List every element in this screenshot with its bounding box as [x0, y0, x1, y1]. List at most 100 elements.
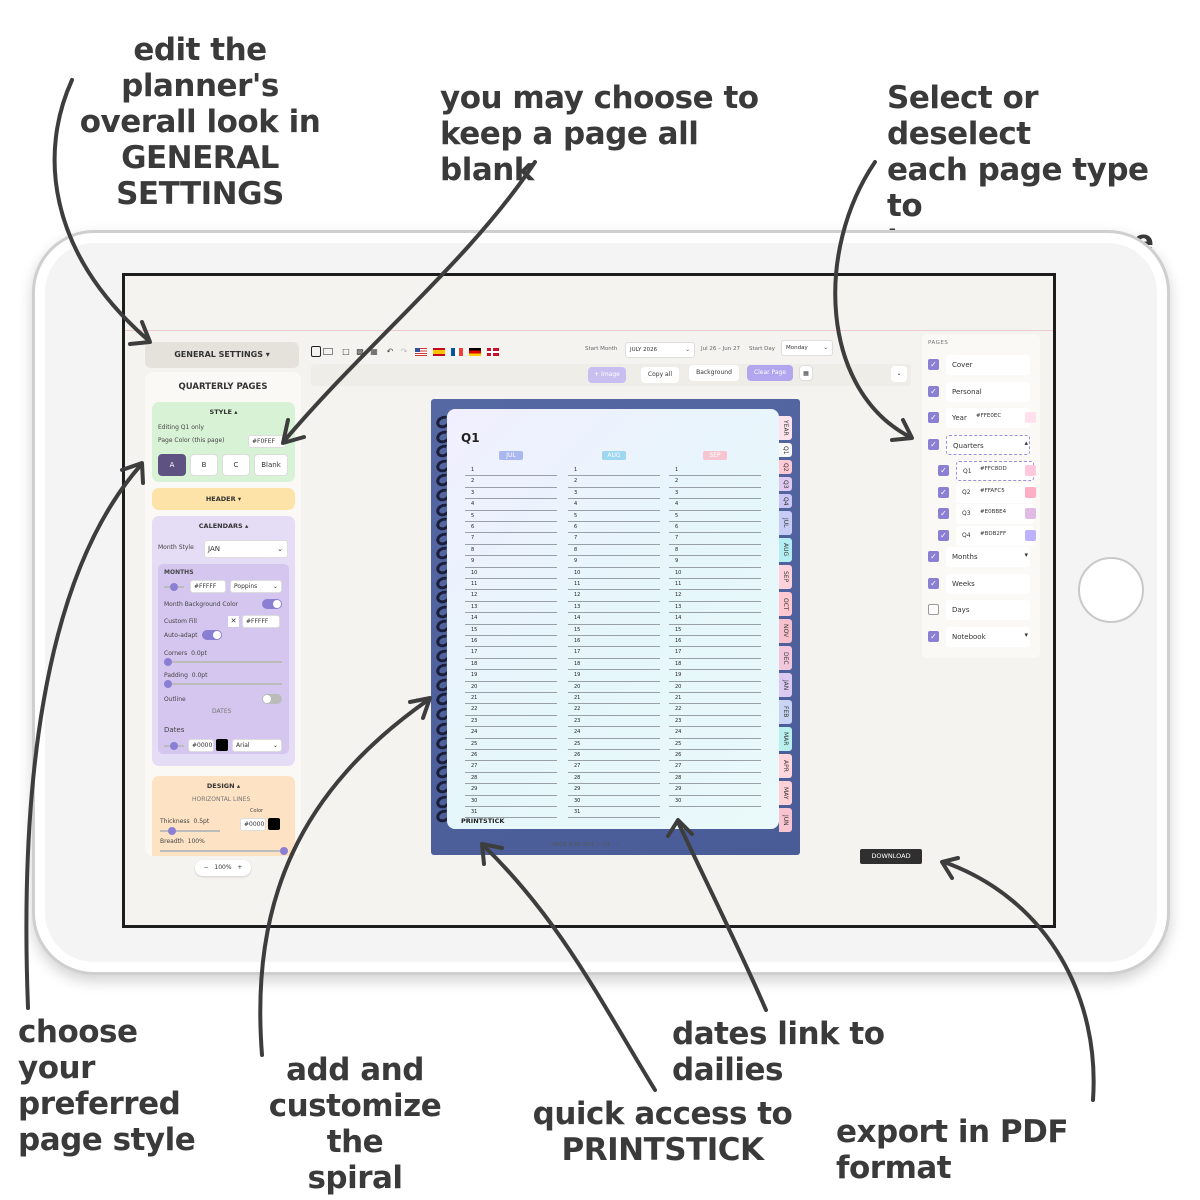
chevron-down-icon[interactable]: ▾: [1024, 551, 1028, 559]
checkbox[interactable]: ✓: [928, 438, 939, 450]
date-row[interactable]: 15: [669, 625, 761, 636]
date-row[interactable]: 12: [669, 590, 761, 602]
checkbox[interactable]: ✓: [938, 508, 949, 519]
breadth-slider[interactable]: [160, 847, 288, 855]
date-row[interactable]: 14: [465, 613, 557, 625]
date-row[interactable]: 10: [465, 568, 557, 579]
date-row[interactable]: 30: [669, 796, 761, 807]
date-row[interactable]: 18: [669, 659, 761, 671]
checkbox[interactable]: ✓: [938, 486, 949, 498]
date-row[interactable]: 8: [568, 545, 660, 557]
tab-jun[interactable]: JUN: [779, 808, 792, 832]
spain-flag-icon[interactable]: [433, 348, 445, 356]
date-row[interactable]: 22: [669, 704, 761, 716]
date-row[interactable]: 8: [669, 545, 761, 557]
page-type-q4[interactable]: ✓Q4#BDB2FF: [938, 525, 1036, 547]
date-row[interactable]: 9: [568, 556, 660, 568]
zoom-in-button[interactable]: +: [237, 864, 243, 871]
checkbox[interactable]: ✓: [928, 412, 939, 423]
date-row[interactable]: 16: [568, 636, 660, 648]
zoom-out-button[interactable]: −: [203, 864, 209, 871]
date-row[interactable]: 7: [465, 533, 557, 545]
select-icon[interactable]: ▦: [799, 365, 813, 381]
date-row[interactable]: 11: [465, 579, 557, 591]
date-row[interactable]: 16: [465, 636, 557, 648]
month-style-select[interactable]: JAN⌄: [204, 540, 288, 558]
date-row[interactable]: 5: [568, 511, 660, 522]
date-row[interactable]: 3: [669, 488, 761, 500]
date-row[interactable]: 4: [465, 499, 557, 511]
date-row[interactable]: 24: [465, 727, 557, 739]
checkbox[interactable]: ✓: [928, 385, 939, 397]
date-row[interactable]: 26: [465, 750, 557, 762]
checkbox[interactable]: ✓: [938, 465, 949, 476]
date-row[interactable]: 29: [568, 784, 660, 796]
collapse-button[interactable]: ⌄: [891, 366, 907, 382]
month-bg-toggle[interactable]: [262, 599, 282, 609]
page-type-months[interactable]: ✓Months▾: [928, 546, 1036, 568]
date-row[interactable]: 1: [465, 465, 557, 477]
start-day-select[interactable]: Monday⌄: [781, 340, 833, 356]
printstick-link[interactable]: PRINTSTICK: [461, 817, 505, 825]
download-button[interactable]: DOWNLOAD: [860, 849, 922, 864]
date-row[interactable]: 2: [669, 476, 761, 488]
checkbox[interactable]: ✓: [928, 551, 939, 562]
france-flag-icon[interactable]: [451, 348, 463, 356]
landscape-icon[interactable]: [323, 348, 333, 355]
date-row[interactable]: 28: [465, 773, 557, 785]
date-row[interactable]: 6: [568, 522, 660, 534]
design-card-header[interactable]: DESIGN ▴: [206, 782, 241, 790]
tab-aug[interactable]: AUG: [779, 538, 792, 562]
page-type-cover[interactable]: ✓Cover: [928, 354, 1036, 376]
date-row[interactable]: 25: [568, 739, 660, 750]
custom-fill-input[interactable]: #FFFFF: [242, 615, 280, 628]
tab-year[interactable]: YEAR: [779, 416, 792, 440]
dates-size-slider[interactable]: [164, 742, 184, 750]
home-button[interactable]: [1078, 557, 1144, 623]
date-row[interactable]: 11: [669, 579, 761, 591]
page-type-year[interactable]: ✓Year#FFE0EC: [928, 407, 1036, 429]
page-color-swatch[interactable]: [1025, 412, 1036, 423]
date-row[interactable]: 10: [669, 568, 761, 579]
date-row[interactable]: 23: [465, 716, 557, 728]
page-type-quarters[interactable]: ✓Quarters▴: [928, 434, 1036, 456]
date-row[interactable]: 31: [465, 807, 557, 819]
tab-sep[interactable]: SEP: [779, 565, 792, 589]
prev-page-button[interactable]: ‹: [545, 842, 548, 848]
page-color-swatch[interactable]: [1025, 508, 1036, 519]
date-row[interactable]: 7: [568, 533, 660, 545]
checkbox[interactable]: ✓: [928, 630, 939, 642]
date-row[interactable]: 27: [669, 761, 761, 773]
date-row[interactable]: 20: [568, 682, 660, 693]
date-row[interactable]: 19: [669, 670, 761, 682]
date-row[interactable]: 16: [669, 636, 761, 648]
document-icon[interactable]: □: [342, 347, 350, 356]
tab-nov[interactable]: NOV: [779, 619, 792, 643]
undo-icon[interactable]: ↶: [386, 347, 394, 356]
checkbox[interactable]: ✓: [928, 577, 939, 589]
us-flag-icon[interactable]: [415, 348, 427, 356]
date-row[interactable]: 5: [669, 511, 761, 522]
chevron-up-icon[interactable]: ▴: [1024, 438, 1028, 447]
date-row[interactable]: 2: [465, 476, 557, 488]
date-row[interactable]: 17: [465, 647, 557, 659]
months-font-select[interactable]: Poppins⌄: [230, 580, 282, 593]
page-color-hex[interactable]: #FFE0EC: [976, 413, 1002, 419]
date-row[interactable]: 15: [568, 625, 660, 636]
page-color-hex[interactable]: #FFC8DD: [980, 466, 1007, 472]
save-icon[interactable]: ▩: [356, 347, 364, 356]
date-row[interactable]: 23: [669, 716, 761, 728]
date-row[interactable]: 13: [568, 602, 660, 614]
month-header-sep[interactable]: SEP: [703, 451, 727, 460]
tab-q3[interactable]: Q3: [779, 477, 792, 491]
date-row[interactable]: 8: [465, 545, 557, 557]
tab-jan[interactable]: JAN: [779, 673, 792, 697]
page-color-hex[interactable]: #FFAFC5: [980, 487, 1005, 494]
corners-slider[interactable]: [164, 658, 282, 666]
date-row[interactable]: 4: [568, 499, 660, 511]
date-row[interactable]: 27: [568, 761, 660, 773]
date-row[interactable]: 18: [465, 659, 557, 671]
date-row[interactable]: 6: [669, 522, 761, 534]
thickness-color-input[interactable]: #0000: [240, 818, 266, 831]
page-type-q2[interactable]: ✓Q2#FFAFC5: [938, 482, 1036, 504]
